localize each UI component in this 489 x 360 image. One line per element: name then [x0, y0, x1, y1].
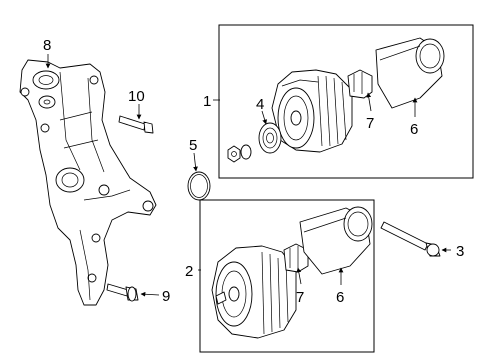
pulley-part — [258, 122, 282, 154]
snap-ring-part — [187, 171, 211, 201]
long-bolt-part — [380, 221, 441, 257]
callout-4: 4 — [256, 96, 264, 113]
callout-3: 3 — [456, 243, 464, 260]
assembly-box-upper — [218, 24, 474, 179]
washer-nut-part — [227, 144, 252, 163]
assembly-box-lower — [199, 199, 375, 353]
cover-upper — [375, 37, 445, 109]
callout-8: 8 — [43, 37, 51, 54]
callout-10: 10 — [128, 88, 145, 105]
bolt-part-10 — [118, 115, 154, 134]
alternator-upper — [271, 69, 353, 153]
callout-7-lower: 7 — [296, 289, 304, 306]
mounting-bracket-part — [19, 59, 157, 306]
regulator-upper — [347, 69, 373, 99]
alternator-lower — [211, 245, 297, 339]
callout-1: 1 — [203, 93, 211, 110]
callout-7-upper: 7 — [366, 115, 374, 132]
callout-6-upper: 6 — [410, 121, 418, 138]
callout-2: 2 — [185, 263, 193, 280]
callout-9: 9 — [162, 288, 170, 305]
cover-lower — [299, 206, 373, 275]
regulator-lower — [283, 243, 309, 273]
callout-6-lower: 6 — [336, 289, 344, 306]
callout-5: 5 — [189, 137, 197, 154]
bolt-part-9 — [106, 283, 139, 302]
